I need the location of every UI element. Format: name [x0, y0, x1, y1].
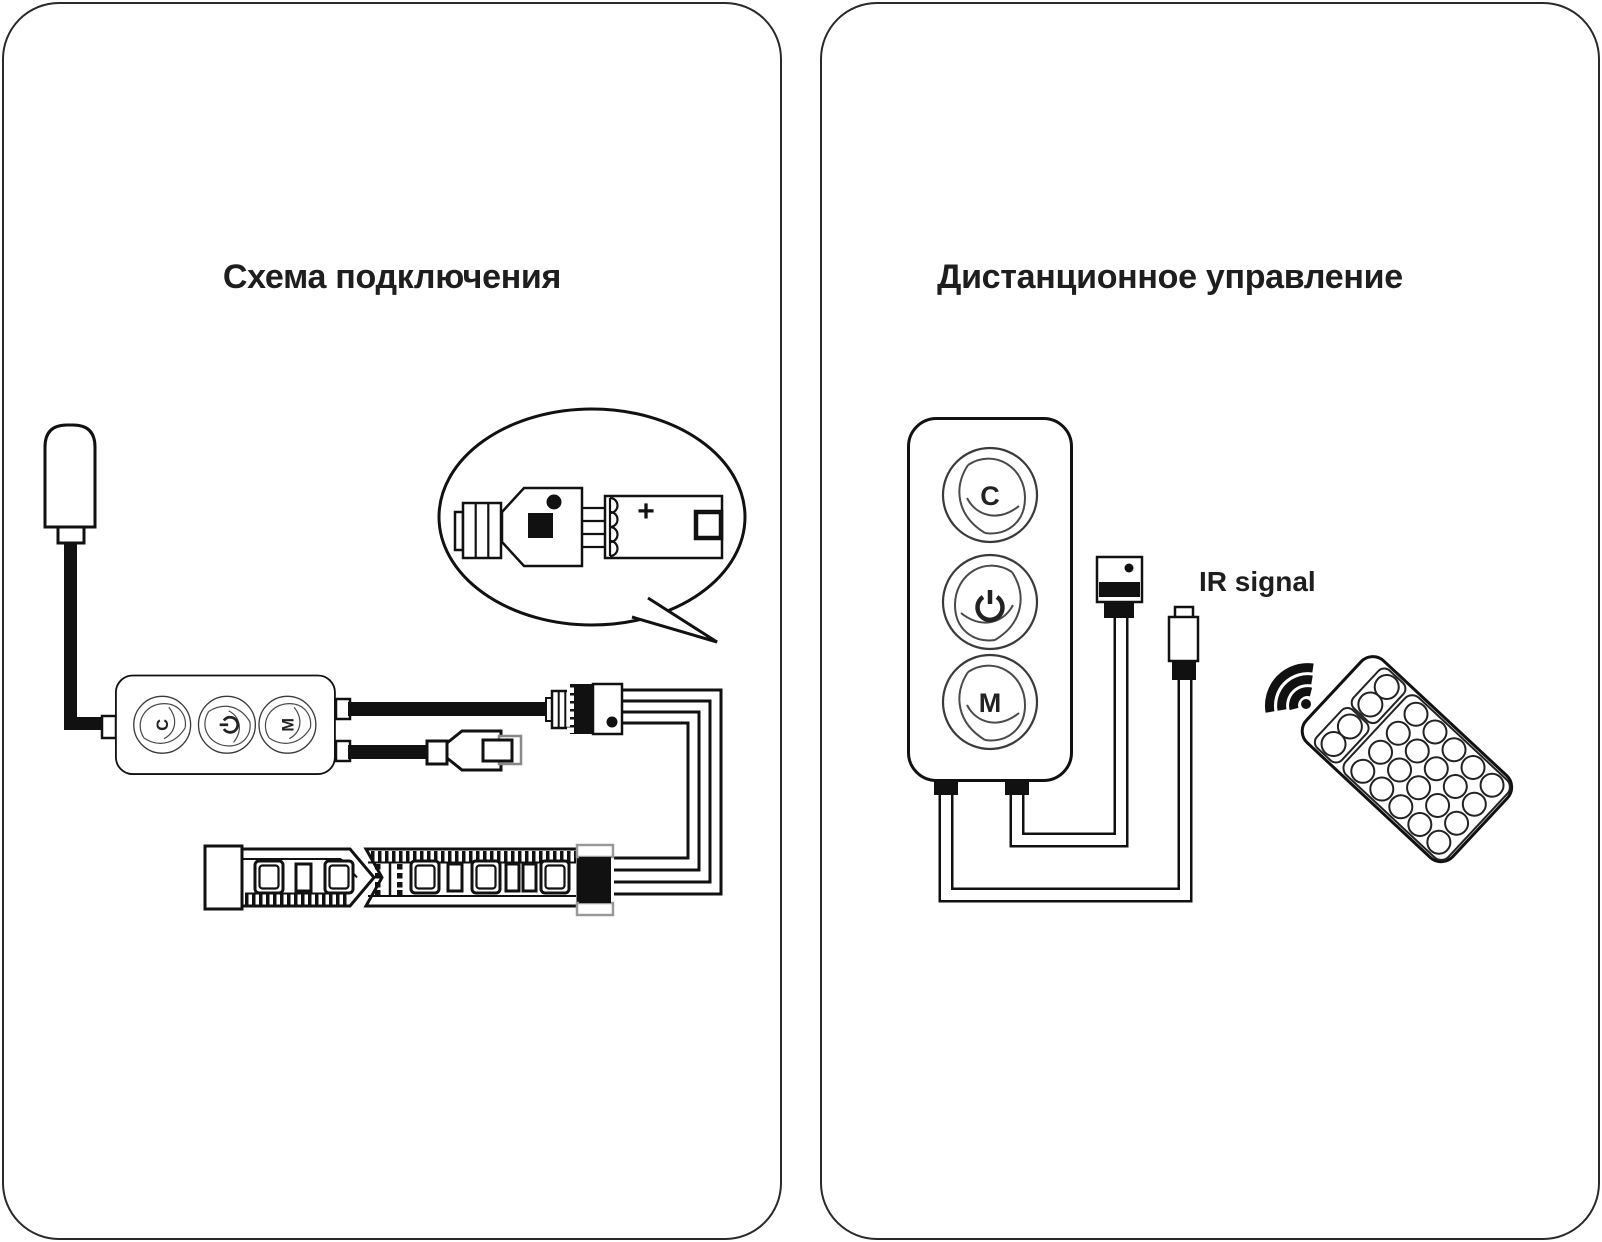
usb-connector [425, 729, 523, 772]
cable-to-ir-receiver [1009, 617, 1129, 848]
resistor [521, 862, 538, 893]
detail-latch-dot [546, 494, 562, 510]
cable-to-power [938, 679, 1193, 903]
detail-pad-square [693, 509, 724, 541]
power-connector-body [1167, 615, 1200, 663]
output-cable-bottom [348, 745, 428, 759]
power-plug [43, 423, 104, 730]
led-strip-left-segment [203, 844, 376, 911]
bubble-tail [631, 596, 718, 644]
plug-neck [56, 525, 86, 545]
power-connector-boot [1172, 661, 1196, 680]
wire-4 [614, 721, 690, 860]
speech-bubble: + [437, 407, 747, 644]
detail-black-square [528, 513, 553, 538]
remote-control [1300, 655, 1514, 864]
connector-block [579, 857, 611, 903]
connector-clip-block [591, 682, 624, 736]
controller-output-stub-top [334, 697, 352, 721]
connector-latch-dot [606, 716, 618, 728]
connector-detail: + [453, 486, 724, 568]
resistor [504, 862, 521, 893]
led-chip [323, 859, 355, 895]
detail-clamp-hooks [608, 496, 619, 558]
controller-stub-left [934, 779, 958, 795]
remote-buttons [1320, 673, 1505, 855]
controller-output-stub-bottom [334, 739, 352, 763]
left-panel-title: Схема подключения [223, 258, 561, 296]
right-panel: Дистанционное управление IR signal [820, 2, 1600, 1240]
resistor [446, 862, 464, 893]
controller-vertical [909, 419, 1072, 781]
right-panel-border [820, 2, 1600, 1240]
power-input-connector [1167, 605, 1200, 680]
strip-ruler-ticks [245, 894, 349, 905]
connector-cap-top [575, 843, 615, 859]
resistor [294, 862, 313, 893]
ir-wave-dot [1301, 699, 1311, 709]
solder-pads [375, 864, 403, 896]
strip-ruler-ticks [368, 851, 576, 862]
controller-stub-right [1005, 779, 1029, 795]
polarity-plus-label: + [637, 495, 655, 528]
power-cable-vertical [64, 542, 77, 730]
led-strip-right-segment [363, 843, 615, 917]
ir-receiver-eye [1124, 563, 1134, 573]
plug-body [43, 423, 97, 529]
ir-signal-waves-icon [1264, 663, 1314, 713]
wire-1 [614, 688, 723, 896]
wire-3 [614, 710, 701, 872]
power-cable-horizontal [64, 717, 104, 730]
left-panel-border [2, 2, 782, 1240]
controller-input-stub [100, 714, 118, 740]
led-chip [253, 859, 285, 895]
led-chip [470, 859, 502, 895]
right-panel-title: Дистанционное управление [937, 258, 1403, 296]
led-chip [539, 859, 571, 895]
ir-receiver [1095, 555, 1144, 618]
left-panel: Схема подключения [2, 2, 782, 1240]
ir-receiver-band [1099, 582, 1140, 597]
connector-wires [614, 688, 723, 896]
led-strip [203, 843, 615, 917]
ir-signal-label: IR signal [1199, 566, 1316, 597]
connector-teeth [567, 687, 574, 733]
connector-cap-bottom [575, 901, 615, 917]
controller-horizontal [116, 675, 335, 774]
wire-2 [614, 699, 712, 884]
led-chip [409, 859, 441, 895]
output-cable-top [348, 702, 552, 716]
strip-end-cap [203, 844, 244, 911]
four-pin-connector [545, 682, 624, 736]
ir-receiver-stub [1104, 601, 1134, 618]
connector-black-block [570, 684, 593, 734]
usb-tip [481, 738, 514, 763]
usb-strain-relief [425, 739, 449, 766]
remote-group-main [1342, 694, 1511, 861]
strip-end-connector [575, 843, 615, 917]
bubble-ellipse [437, 407, 747, 627]
detail-ribs [461, 501, 503, 560]
